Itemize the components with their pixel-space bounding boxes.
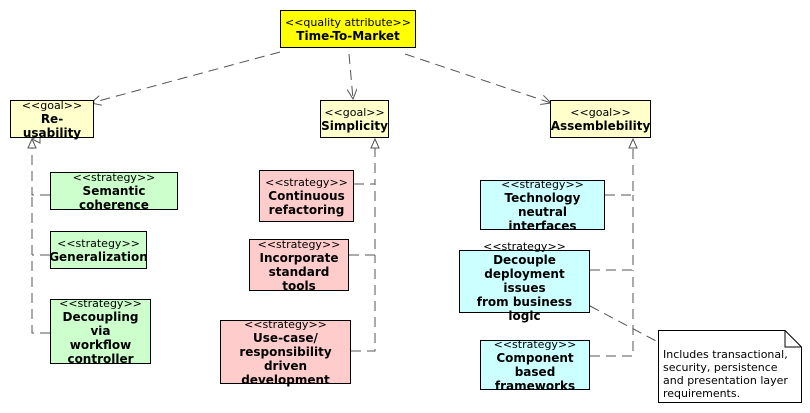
node-title: Assemblebility xyxy=(550,118,651,133)
node-title-line: deployment issues xyxy=(484,267,565,295)
strategy-use-case-driven[interactable]: <<strategy>> Use-case/ responsibility dr… xyxy=(220,317,351,387)
node-title-line: controller xyxy=(67,352,134,366)
note-line: security, persistence xyxy=(663,361,778,374)
node-title: Simplicity xyxy=(321,118,388,133)
edge-qa-to-simplicity xyxy=(349,53,353,99)
node-title-line: refactoring xyxy=(268,202,345,217)
goal-simplicity[interactable]: <<goal>> Simplicity xyxy=(320,100,389,138)
node-title-line: driven development xyxy=(241,358,330,387)
edge-technology-to-assemblebility xyxy=(605,139,634,196)
node-title-line: workflow xyxy=(69,338,132,352)
stereotype-label: <<goal>> xyxy=(21,98,83,112)
edge-decoupling-to-reusability xyxy=(31,195,50,334)
goal-assemblebility[interactable]: <<goal>> Assemblebility xyxy=(550,100,651,138)
strategy-generalization[interactable]: <<strategy>> Generalization xyxy=(49,231,148,269)
node-title: Re-usability xyxy=(22,111,82,140)
stereotype-label: <<strategy>> xyxy=(493,337,577,351)
stereotype-label: <<strategy>> xyxy=(57,236,140,250)
note-text: Includes transactional, security, persis… xyxy=(663,348,799,400)
note-line: requirements. xyxy=(663,387,741,400)
edge-decouple-to-note xyxy=(589,305,659,343)
node-title-line: Technology neutral xyxy=(504,190,581,219)
edge-semantic-to-reusability xyxy=(32,139,50,196)
node-title-line: standard tools xyxy=(268,264,330,293)
node-title-line: Continuous xyxy=(268,188,345,203)
strategy-decouple-deployment[interactable]: <<strategy>> Decouple deployment issues … xyxy=(459,240,590,323)
stereotype-label: <<goal>> xyxy=(570,105,631,119)
stereotype-label: <<quality attribute>> xyxy=(285,15,411,29)
edge-qa-to-assemblebility xyxy=(404,53,551,103)
strategy-technology-neutral-interfaces[interactable]: <<strategy>> Technology neutral interfac… xyxy=(480,177,605,233)
strategy-component-based-frameworks[interactable]: <<strategy>> Component based frameworks xyxy=(480,337,590,393)
realization-arrowhead-assemblebility xyxy=(628,137,638,149)
stereotype-label: <<strategy>> xyxy=(244,317,327,331)
node-title-line: Use-case/ xyxy=(253,330,318,345)
node-title-line: frameworks xyxy=(494,378,576,393)
strategy-incorporate-standard-tools[interactable]: <<strategy>> Incorporate standard tools xyxy=(249,237,349,293)
stereotype-label: <<strategy>> xyxy=(483,240,566,253)
node-title: Time-To-Market xyxy=(296,28,400,43)
stereotype-label: <<strategy>> xyxy=(59,297,142,310)
realization-arrowhead-simplicity xyxy=(370,137,380,149)
node-title-line: Component based xyxy=(496,350,574,379)
stereotype-label: <<goal>> xyxy=(324,105,385,119)
node-title-line: responsibility xyxy=(239,344,332,359)
strategy-semantic-coherence[interactable]: <<strategy>> Semantic coherence xyxy=(50,170,178,212)
stereotype-label: <<strategy>> xyxy=(72,170,156,184)
strategy-decoupling-workflow[interactable]: <<strategy>> Decoupling via workflow con… xyxy=(50,297,151,366)
edge-usecase-to-simplicity xyxy=(351,255,376,352)
note-line: Includes transactional, xyxy=(663,348,788,361)
note-line: and presentation layer xyxy=(663,374,788,387)
edge-qa-to-reusability xyxy=(91,51,281,103)
stereotype-label: <<strategy>> xyxy=(501,177,584,191)
goal-reusability[interactable]: <<goal>> Re-usability xyxy=(10,98,94,140)
edge-component-to-assemblebility xyxy=(590,270,634,357)
realization-arrowhead-reusability xyxy=(27,137,37,149)
node-title-line: Incorporate xyxy=(259,250,339,265)
node-title-line: from business logic xyxy=(476,295,573,323)
node-title-line: Decoupling via xyxy=(62,310,139,338)
node-title-line: Decouple xyxy=(493,253,556,267)
node-title: Generalization xyxy=(49,249,148,264)
strategy-continuous-refactoring[interactable]: <<strategy>> Continuous refactoring xyxy=(259,170,354,222)
quality-attribute-time-to-market[interactable]: <<quality attribute>> Time-To-Market xyxy=(280,10,416,48)
node-title-line: interfaces xyxy=(508,218,577,233)
note-shape xyxy=(658,330,802,403)
node-title: Semantic coherence xyxy=(79,183,149,212)
note-deployment-issues[interactable]: Includes transactional, security, persis… xyxy=(658,330,802,403)
stereotype-label: <<strategy>> xyxy=(265,175,348,189)
stereotype-label: <<strategy>> xyxy=(257,237,341,251)
